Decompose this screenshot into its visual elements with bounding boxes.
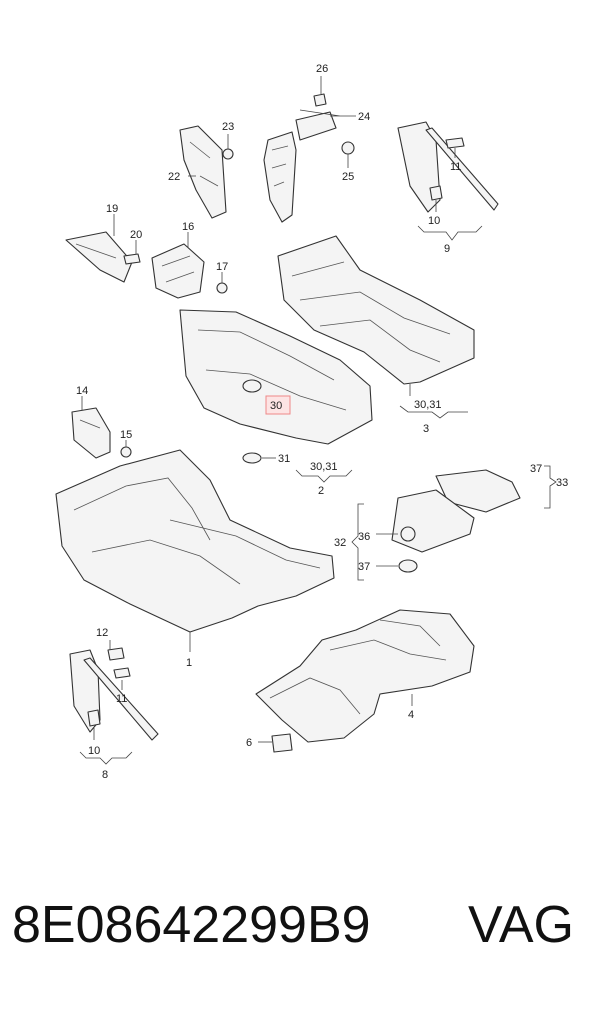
bracket-22: [179, 125, 227, 219]
callout-37-top: 37: [530, 463, 542, 475]
callout-3: 3: [423, 423, 429, 435]
clip-25: [341, 141, 355, 155]
callout-22: 22: [168, 171, 180, 183]
callout-11-top: 11: [450, 161, 461, 173]
bracket-assembly-9: [397, 121, 499, 213]
callout-6: 6: [246, 737, 252, 749]
callout-30: 30: [270, 400, 282, 412]
clip-17: [216, 282, 228, 294]
floor-mat-4: [255, 609, 475, 743]
footer: 8E08642299B9 VAG: [0, 895, 600, 985]
bracket-19: [65, 231, 133, 283]
callout-30-31-mid: 30,31: [310, 461, 338, 473]
callout-10-bottom: 10: [88, 745, 100, 757]
callout-30-31-right: 30,31: [414, 399, 442, 411]
screw-11-top: [445, 137, 465, 149]
callout-26: 26: [316, 63, 328, 75]
callout-20: 20: [130, 229, 142, 241]
highlight-30: [265, 395, 291, 415]
callout-31: 31: [278, 453, 290, 465]
callout-36: 36: [358, 531, 370, 543]
clip-37: [398, 559, 418, 573]
callout-23: 23: [222, 121, 234, 133]
pin-26: [313, 93, 327, 107]
bracket-24: [263, 111, 337, 223]
callout-11-bottom: 11: [116, 693, 127, 705]
clip-15: [120, 446, 132, 458]
callout-1: 1: [186, 657, 192, 669]
nut-23: [222, 148, 234, 160]
screw-11-bottom: [113, 667, 131, 679]
callout-8: 8: [102, 769, 108, 781]
part-number: 8E08642299B9: [12, 896, 371, 954]
callout-17: 17: [216, 261, 228, 273]
callout-15: 15: [120, 429, 132, 441]
callout-14: 14: [76, 385, 88, 397]
callout-19: 19: [106, 203, 118, 215]
exploded-parts-diagram: 26 24 25 23 22 11 10 9 19 20: [55, 63, 568, 781]
callout-24: 24: [358, 111, 370, 123]
brand-label: VAG: [468, 896, 574, 954]
bracket-assembly-8: [69, 649, 159, 741]
grommet-31: [242, 452, 262, 464]
callout-16: 16: [182, 221, 194, 233]
callout-9: 9: [444, 243, 450, 255]
bracket-16: [151, 243, 205, 299]
callout-4: 4: [408, 709, 414, 721]
floor-mat-2: [179, 309, 373, 445]
callout-25: 25: [342, 171, 354, 183]
screw-12: [107, 647, 125, 661]
clip-36: [400, 526, 416, 542]
floor-mat-1: [55, 449, 335, 633]
callout-10-top: 10: [428, 215, 440, 227]
floor-mat-3: [277, 235, 475, 385]
callout-12: 12: [96, 627, 108, 639]
clip-6: [271, 733, 293, 753]
callout-32: 32: [334, 537, 346, 549]
cover-14: [71, 407, 111, 459]
clip-10-bottom: [87, 709, 101, 727]
callout-33: 33: [556, 477, 568, 489]
screw-20: [123, 253, 141, 265]
callout-37-bottom: 37: [358, 561, 370, 573]
callout-2: 2: [318, 485, 324, 497]
